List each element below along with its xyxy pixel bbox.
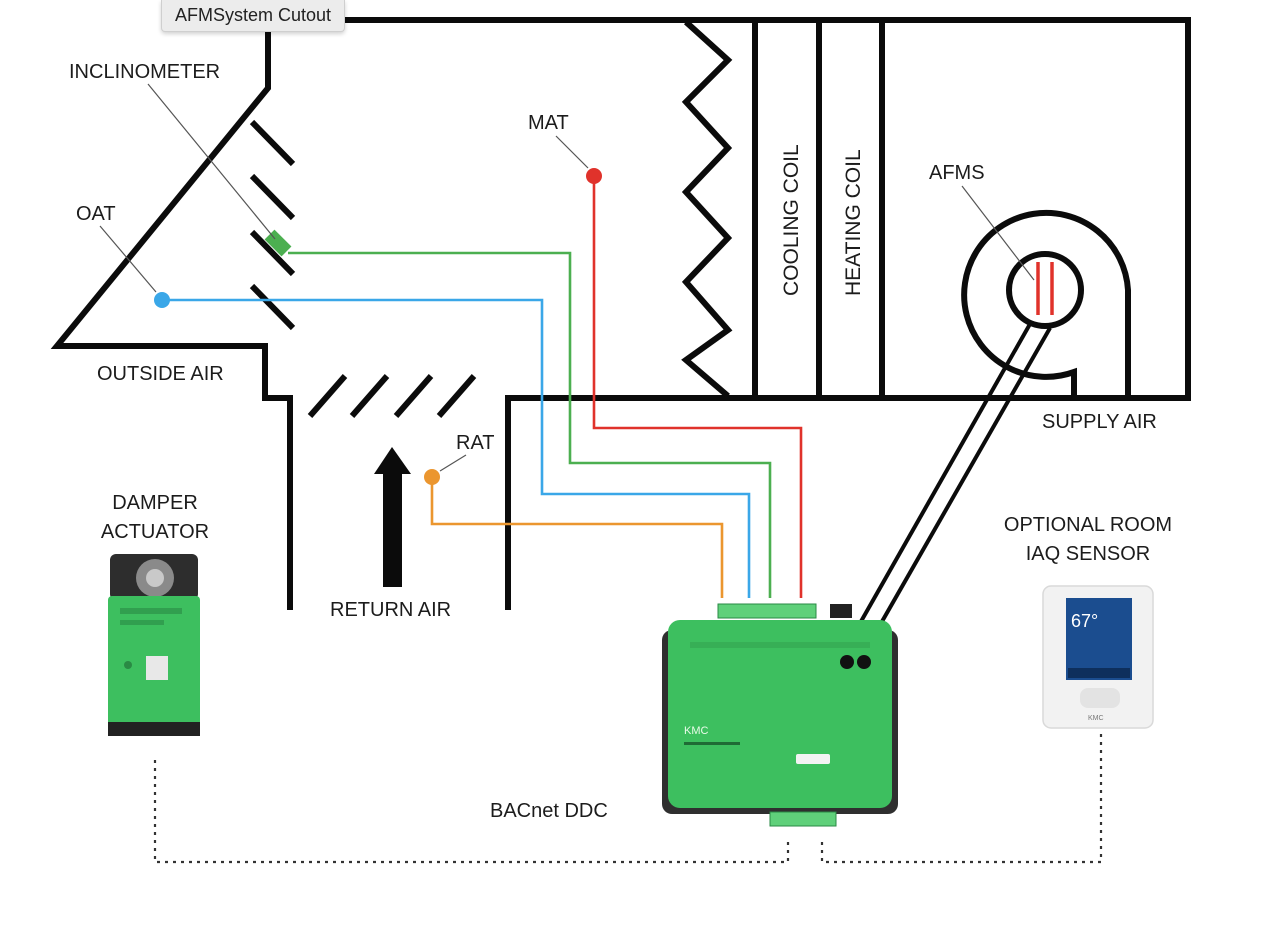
cooling-coil-label: COOLING COIL: [780, 144, 803, 296]
heating-coil-label: HEATING COIL: [842, 149, 865, 296]
ahu-housing: [50, 17, 1191, 610]
diagram-labels: INCLINOMETER OAT MAT OUTSIDE AIR RAT RET…: [69, 61, 1172, 822]
sensor-brand: KMC: [1088, 715, 1104, 722]
oat-wire: [162, 298, 751, 598]
inclinometer-sensor: [264, 229, 292, 257]
damper-actuator-device: [108, 554, 200, 736]
inclinometer-wire: [288, 251, 772, 598]
return-air-damper: [307, 374, 477, 418]
return-air-label: RETURN AIR: [330, 599, 451, 621]
outside-air-label: OUTSIDE AIR: [97, 363, 224, 385]
supply-air-label: SUPPLY AIR: [1042, 411, 1157, 433]
oat-sensor: [154, 292, 170, 308]
mat-label: MAT: [528, 112, 569, 134]
mat-wire: [592, 176, 803, 598]
outside-air-damper: [249, 119, 296, 331]
optional-room-label-line2: IAQ SENSOR: [1026, 543, 1150, 565]
sensor-points: [154, 168, 602, 485]
bacnet-ddc-controller: KMC: [662, 603, 898, 827]
inclinometer-label: INCLINOMETER: [69, 61, 220, 83]
filter-zigzag: [681, 19, 733, 399]
optional-room-label-line1: OPTIONAL ROOM: [1004, 514, 1172, 536]
damper-actuator-label-line2: ACTUATOR: [101, 521, 209, 543]
rat-label: RAT: [456, 432, 495, 454]
mat-sensor: [586, 168, 602, 184]
leader-lines: [99, 83, 1035, 472]
return-air-arrow: [374, 447, 411, 587]
rat-sensor: [424, 469, 440, 485]
damper-actuator-label-line1: DAMPER: [112, 492, 198, 514]
sensor-wiring: [162, 176, 1052, 633]
rat-wire: [430, 477, 724, 598]
bacnet-ddc-label: BACnet DDC: [490, 800, 608, 822]
communication-bus: [153, 732, 1103, 864]
ddc-brand: KMC: [684, 725, 709, 737]
supply-fan: [961, 209, 1131, 396]
tooltip-window-title: AFMSystem Cutout: [161, 0, 346, 32]
sensor-temperature: 67°: [1071, 611, 1098, 631]
afms-label: AFMS: [929, 162, 985, 184]
room-iaq-sensor: 67° KMC: [1042, 585, 1154, 729]
oat-label: OAT: [76, 203, 116, 225]
